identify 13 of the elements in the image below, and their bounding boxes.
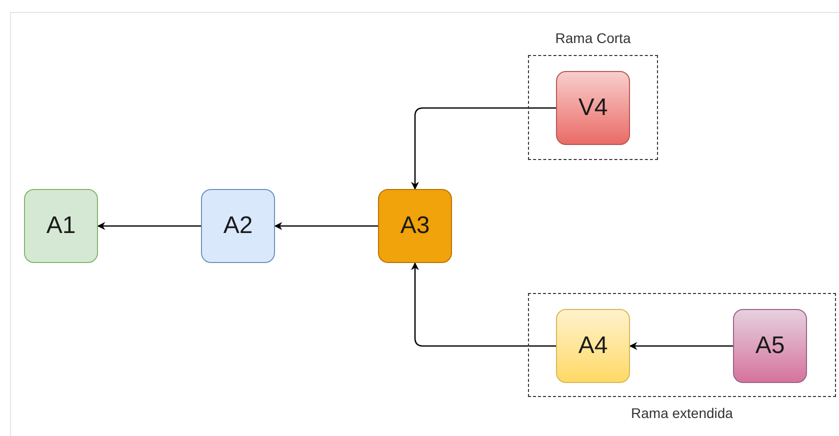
process-box: A5 <box>733 309 807 383</box>
process-box: A4 <box>556 309 630 383</box>
arrow <box>411 262 556 347</box>
process-box: A3 <box>378 189 452 263</box>
process-box: A2 <box>201 189 275 263</box>
arrow <box>274 222 378 230</box>
arrow <box>411 107 556 190</box>
process-box: V4 <box>556 71 630 145</box>
process-box: A1 <box>24 189 98 263</box>
arrow <box>97 222 201 230</box>
arrow <box>629 342 733 350</box>
group-label: Rama extendida <box>630 405 734 422</box>
group-label: Rama Corta <box>554 30 632 47</box>
